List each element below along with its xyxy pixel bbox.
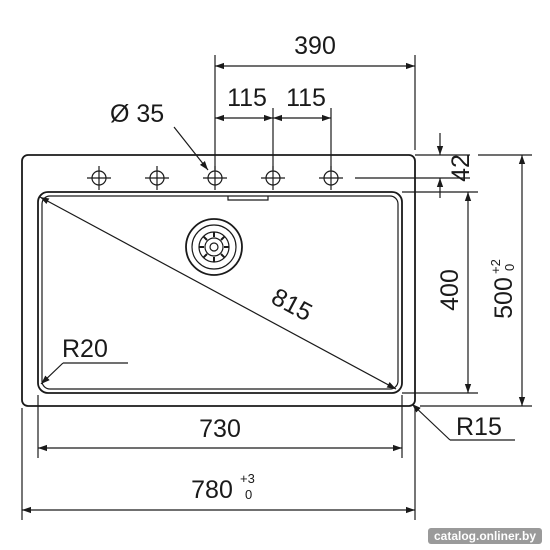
watermark: catalog.onliner.by — [427, 528, 542, 544]
bowl-outline — [37, 191, 403, 394]
hole-spacing-label-2: 115 — [286, 84, 326, 112]
corner-radius-arrow — [411, 403, 451, 441]
sink-outer-outline — [21, 154, 416, 407]
outer-width-label: 780 — [191, 476, 233, 504]
outer-width-tol-upper: +3 — [240, 471, 255, 486]
inner-radius-arrow — [40, 362, 64, 385]
hole-span-label: 390 — [294, 32, 336, 60]
outer-depth-tol-lower: 0 — [502, 264, 517, 271]
hole-diameter-leader — [173, 126, 209, 171]
hole-offset-label: 42 — [447, 154, 475, 182]
tap-hole-2 — [145, 166, 169, 190]
tap-hole-3 — [203, 166, 227, 190]
hole-diameter-label: Ø 35 — [110, 100, 164, 128]
diagonal-dim-line — [39, 196, 397, 390]
outer-depth-label: 500 — [490, 277, 518, 319]
outer-depth-label-group: 500 +2 0 — [488, 259, 518, 319]
bowl-width-label: 730 — [199, 415, 241, 443]
outer-depth-tol-upper: +2 — [488, 259, 503, 274]
outer-width-tol-lower: 0 — [245, 487, 252, 502]
corner-radius-label: R15 — [456, 413, 502, 441]
diagonal-label: 815 — [267, 283, 317, 327]
bowl-depth-label: 400 — [436, 269, 464, 311]
tap-hole-1 — [87, 166, 111, 190]
hole-spacing-label-1: 115 — [227, 84, 267, 112]
drain — [185, 218, 243, 276]
inner-radius-label: R20 — [62, 335, 108, 363]
